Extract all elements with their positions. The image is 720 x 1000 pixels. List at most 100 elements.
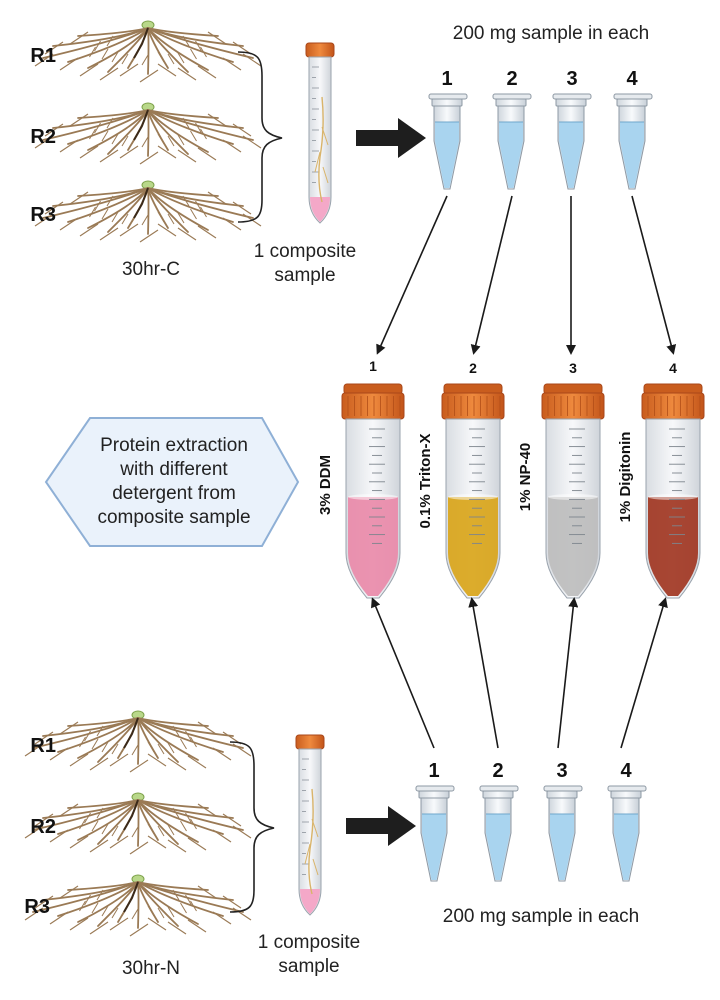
top-root-r2 — [34, 102, 262, 165]
root-twig — [34, 895, 54, 909]
tube-liquid — [548, 497, 598, 596]
tube-cap — [341, 392, 405, 420]
root-branch — [57, 881, 139, 917]
root-twig — [99, 227, 119, 241]
microtube-lid — [552, 93, 592, 100]
microtube-lid — [479, 785, 519, 792]
root-twig — [207, 191, 227, 205]
bottom-section: R1 R2 R3 30hr-N 1 composite sample 1 2 3… — [24, 710, 647, 979]
root-twig — [167, 742, 175, 754]
tube-cap — [295, 734, 325, 750]
root-twig — [34, 813, 54, 827]
arrow-bottom-2 — [468, 597, 499, 749]
root-branch — [57, 799, 139, 835]
root-twig — [69, 835, 89, 849]
hexagon-line-1: Protein extraction — [100, 435, 248, 456]
detergent-label-4: 1% Digitonin — [617, 432, 634, 523]
arrow-bottom-3 — [557, 597, 579, 749]
root-twig — [94, 40, 101, 52]
top-tube-number-4: 4 — [626, 68, 638, 90]
root-twig — [157, 63, 177, 77]
root-twig — [119, 145, 139, 159]
root-twig — [59, 217, 79, 231]
root-branch — [32, 799, 139, 831]
root-twig — [157, 51, 165, 63]
root-branch — [147, 109, 150, 157]
root-twig — [111, 133, 119, 145]
root-twig — [129, 841, 149, 855]
protocol-hexagon — [44, 417, 300, 547]
bottom-brace — [229, 741, 275, 913]
arrow-top-2 — [470, 195, 513, 355]
detergent-label-1: 3% DDM — [317, 455, 334, 515]
bottom-root-r3 — [24, 874, 252, 937]
root-twig — [79, 900, 86, 912]
detergent-label-2: 0.1% Triton-X — [417, 433, 434, 528]
root-branch — [32, 881, 139, 913]
root-twig — [222, 139, 242, 153]
root-twig — [59, 885, 79, 899]
root-twig — [79, 223, 99, 237]
bottom-composite-label-line2: sample — [278, 956, 339, 977]
root-twig — [232, 825, 252, 839]
root-twig — [147, 753, 167, 767]
root-twig — [147, 835, 167, 849]
bottom-root-samples — [24, 710, 252, 937]
top-tube-number-3: 3 — [566, 68, 577, 90]
microtube-rim — [555, 98, 587, 107]
top-microtube-2 — [492, 93, 532, 190]
microtube-liquid — [486, 814, 510, 880]
root-twig — [177, 212, 185, 224]
bottom-r3-label: R3 — [24, 896, 50, 918]
microtube-lid — [543, 785, 583, 792]
middle-section: Protein extraction with different deterg… — [44, 358, 705, 599]
root-twig — [141, 136, 149, 148]
root-branch — [42, 27, 149, 59]
arrow-top-1 — [376, 195, 448, 355]
root-twig — [119, 63, 139, 77]
root-twig — [187, 919, 207, 933]
root-twig — [177, 67, 197, 81]
detergent-tube-4 — [641, 383, 705, 599]
tube-liquid — [648, 497, 698, 596]
root-twig — [157, 743, 165, 755]
mid-tube-number-4: 4 — [669, 360, 677, 376]
arrow-bottom-1 — [371, 597, 435, 749]
root-twig — [69, 113, 89, 127]
microtube-liquid — [499, 122, 523, 188]
top-tube-number-2: 2 — [506, 68, 517, 90]
root-twig — [59, 57, 79, 71]
top-tube-number-1: 1 — [441, 68, 452, 90]
root-branch — [147, 109, 234, 145]
hexagon-line-4: composite sample — [97, 507, 250, 528]
root-twig — [89, 128, 96, 140]
tube-meniscus — [548, 494, 598, 500]
tube-meniscus — [348, 494, 398, 500]
root-twig — [212, 911, 232, 925]
root-twig — [187, 837, 207, 851]
microtube-lid — [607, 785, 647, 792]
microtube-rim — [495, 98, 527, 107]
root-twig — [59, 721, 79, 735]
bottom-tube-number-3: 3 — [556, 760, 567, 782]
top-group-label: 30hr-C — [122, 259, 180, 280]
root-main — [123, 799, 139, 831]
root-twig — [139, 69, 159, 83]
root-branch — [147, 27, 150, 75]
root-twig — [167, 135, 175, 147]
root-twig — [180, 820, 187, 832]
root-twig — [24, 825, 44, 839]
microtube-rim — [616, 98, 648, 107]
hexagon-line-3: detergent from — [112, 483, 236, 504]
root-twig — [157, 907, 165, 919]
root-branch — [42, 187, 149, 219]
root-twig — [49, 829, 69, 843]
bottom-microtube-4 — [607, 785, 647, 882]
root-twig — [49, 747, 69, 761]
root-twig — [207, 31, 227, 45]
tube-cap — [541, 392, 605, 420]
mid-tube-number-3: 3 — [569, 360, 577, 376]
root-twig — [91, 738, 99, 750]
root-branch — [147, 187, 150, 235]
root-twig — [111, 825, 119, 837]
